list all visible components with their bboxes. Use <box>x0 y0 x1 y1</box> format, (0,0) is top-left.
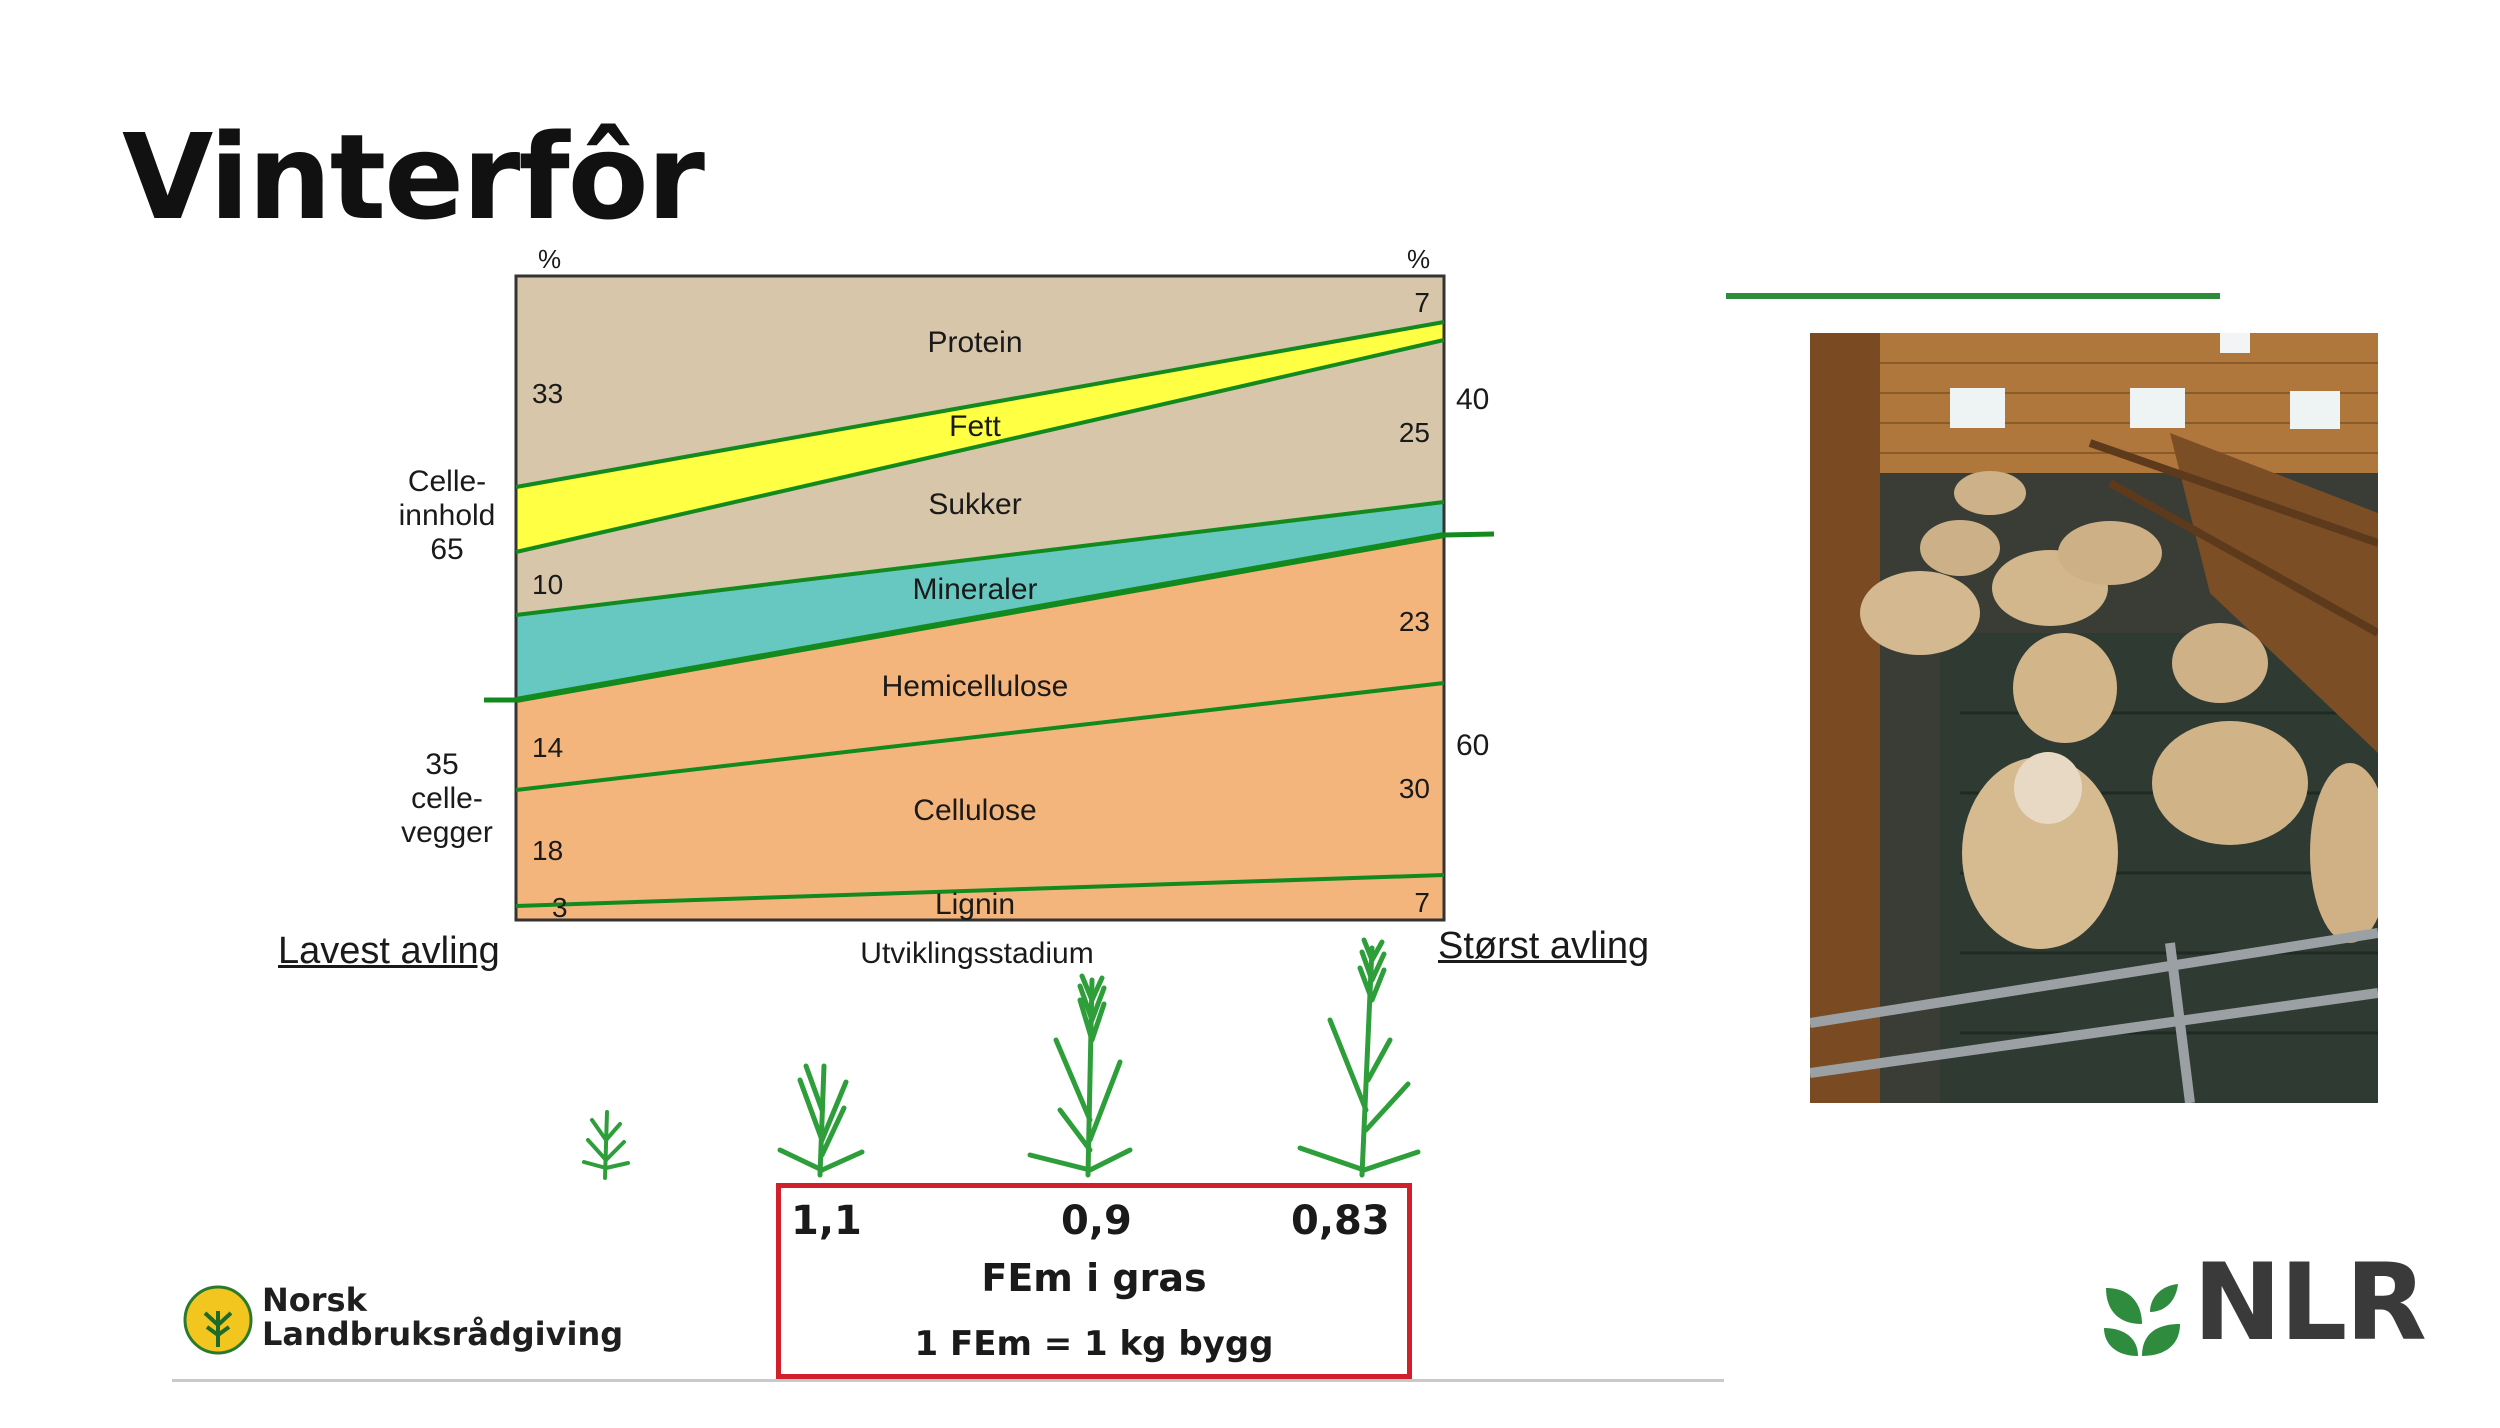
x-axis-label: Utviklingsstadium <box>860 937 1093 970</box>
layer-hemicellulose: Hemicellulose <box>882 670 1069 703</box>
left-value-protein: 33 <box>532 378 563 409</box>
fat-top-line <box>515 320 1445 489</box>
cellulose-top-line <box>515 681 1445 792</box>
layer-fett: Fett <box>949 410 1001 443</box>
fem-box: 1,1 0,9 0,83 FEm i gras 1 FEm = 1 kg byg… <box>776 1183 1412 1379</box>
fem-value-late: 0,83 <box>1291 1198 1390 1244</box>
left-group-cell-walls-line1: 35 <box>425 748 458 781</box>
norsk-landbruk-line2: Landbruksrådgiving <box>262 1315 624 1353</box>
percent-left: % <box>538 244 561 274</box>
right-value-lignin: 7 <box>1414 887 1430 918</box>
layer-lignin: Lignin <box>935 888 1015 921</box>
percent-right: % <box>1407 244 1430 274</box>
sheep-barn-illustration <box>1810 333 2378 1103</box>
right-group-cell-walls: 60 <box>1456 729 1489 762</box>
left-value-mineraler: 10 <box>532 569 563 600</box>
layer-sukker: Sukker <box>928 488 1021 521</box>
minerals-band <box>516 502 1444 700</box>
cell-boundary-line <box>515 532 1445 703</box>
fat-band <box>516 322 1444 552</box>
grass-leafy-icon <box>777 1063 865 1178</box>
fem-value-mid: 0,9 <box>1061 1198 1132 1244</box>
right-group-cell-content: 40 <box>1456 383 1489 416</box>
footer-divider <box>172 1379 1724 1382</box>
right-value-protein: 7 <box>1414 287 1430 318</box>
nlr-logo-text: NLR <box>2193 1241 2427 1364</box>
left-group-cell-walls-line3: vegger <box>401 816 493 849</box>
left-group-cell-content-line3: 65 <box>430 533 463 566</box>
layer-protein: Protein <box>927 326 1022 359</box>
fem-value-early: 1,1 <box>791 1198 862 1244</box>
grass-heading-icon <box>1027 973 1133 1178</box>
left-group-cell-content-line2: innhold <box>399 499 496 532</box>
norsk-landbruk-logo-text: Norsk Landbruksrådgiving <box>262 1283 623 1351</box>
layer-mineraler: Mineraler <box>912 573 1037 606</box>
lowest-yield-label: Lavest avling <box>278 930 500 972</box>
left-value-cellulose: 14 <box>532 732 563 763</box>
slide-title: Vinterfôr <box>122 108 705 246</box>
nlr-leaf-icon <box>2104 1284 2180 1356</box>
right-value-hemicellulose: 23 <box>1399 606 1430 637</box>
right-value-cellulose: 30 <box>1399 773 1430 804</box>
accent-divider <box>1726 293 2220 299</box>
left-value-lignin-upper: 18 <box>532 835 563 866</box>
left-group-cell-content-line1: Celle- <box>408 465 486 498</box>
fem-label: FEm i gras <box>981 1256 1207 1300</box>
norsk-landbruk-emblem-icon <box>183 1285 253 1355</box>
lignin-top-line <box>515 873 1445 908</box>
highest-yield-label: Størst avling <box>1438 925 1650 967</box>
diagram-frame <box>514 274 1446 922</box>
left-group-cell-walls-line2: celle- <box>411 782 483 815</box>
left-value-lignin: 3 <box>552 892 568 923</box>
right-value-sukker: 25 <box>1399 417 1430 448</box>
layer-cellulose: Cellulose <box>913 794 1036 827</box>
sheep-barn-photo <box>1810 333 2378 1103</box>
fem-note: 1 FEm = 1 kg bygg <box>914 1324 1274 1364</box>
grass-small-icon <box>582 1110 630 1180</box>
norsk-landbruk-line1: Norsk <box>262 1281 367 1319</box>
fat-bottom-line <box>515 338 1445 554</box>
cell-boundary-right-tick <box>1443 531 1495 538</box>
grass-mature-icon <box>1297 937 1421 1178</box>
minerals-top-line <box>515 500 1445 617</box>
